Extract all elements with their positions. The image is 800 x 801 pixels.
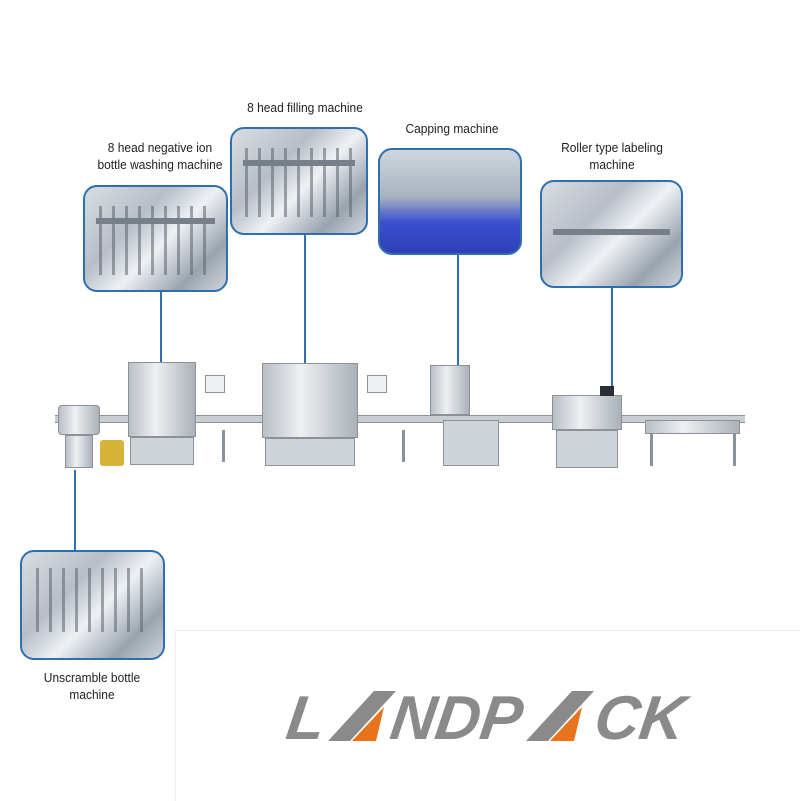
- capping-connector-line: [457, 255, 459, 367]
- stool-leg: [222, 430, 225, 462]
- filling-control-panel: [367, 375, 387, 393]
- filling-connector-line: [304, 235, 306, 363]
- stool-leg: [402, 430, 405, 462]
- collecting-table: [645, 420, 740, 434]
- landpack-logo: L NDP CK: [282, 685, 693, 745]
- vacuum-tank: [100, 440, 124, 466]
- table-leg: [650, 434, 653, 466]
- label-line: 8 head filling machine: [247, 100, 363, 115]
- unscramble-machine-label: Unscramble bottle machine: [9, 669, 175, 703]
- labeling-touchscreen: [600, 386, 614, 396]
- unscramble-machine: [58, 405, 100, 435]
- filling-machine-photo: [230, 127, 368, 235]
- capping-machine-photo: [378, 148, 522, 255]
- labeling-machine: [552, 395, 622, 430]
- washing-connector-line: [160, 292, 162, 362]
- table-leg: [733, 434, 736, 466]
- svg-text:CK: CK: [590, 685, 693, 745]
- unscramble-machine-photo: [20, 550, 165, 660]
- conveyor-belt: [55, 415, 745, 423]
- label-line: Capping machine: [405, 121, 499, 136]
- washing-machine-photo: [83, 185, 228, 292]
- capping-machine-cabinet: [443, 420, 499, 466]
- label-line: Unscramble bottle: [43, 670, 141, 685]
- svg-text:L: L: [282, 685, 330, 745]
- svg-text:NDP: NDP: [386, 685, 527, 745]
- label-line: Roller type labeling: [561, 140, 663, 155]
- label-line: bottle washing machine: [97, 157, 223, 172]
- labeling-machine-label: Roller type labeling machine: [529, 139, 695, 173]
- label-line: machine: [69, 687, 115, 702]
- labeling-machine-cabinet: [556, 430, 618, 468]
- capping-head: [430, 365, 470, 415]
- label-line: machine: [589, 157, 635, 172]
- filling-machine-cabinet: [265, 438, 355, 466]
- washing-control-panel: [205, 375, 225, 393]
- label-line: 8 head negative ion: [107, 140, 213, 155]
- labeling-connector-line: [611, 288, 613, 386]
- unscramble-base: [65, 435, 93, 468]
- capping-machine-label: Capping machine: [369, 120, 535, 137]
- unscramble-connector-line: [74, 470, 76, 550]
- labeling-machine-photo: [540, 180, 683, 288]
- filling-machine-label: 8 head filling machine: [222, 99, 388, 116]
- logo-panel: [175, 630, 800, 801]
- washing-machine: [128, 362, 196, 437]
- washing-machine-cabinet: [130, 437, 194, 465]
- washing-machine-label: 8 head negative ion bottle washing machi…: [77, 139, 243, 173]
- filling-machine: [262, 363, 358, 438]
